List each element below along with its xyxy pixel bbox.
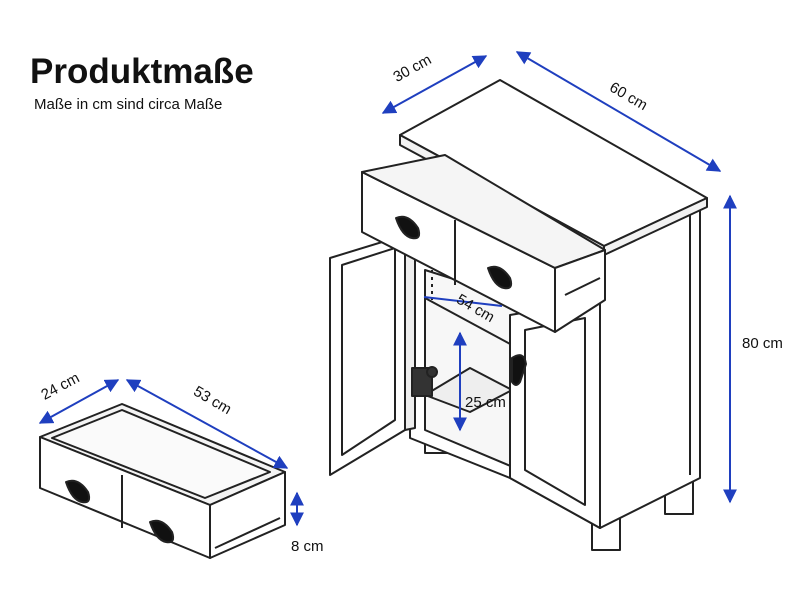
cabinet [329, 79, 708, 551]
drawer-handle-left [65, 479, 91, 504]
label-inner-height: 25 cm [465, 394, 506, 411]
cabinet-drawer-handle-right [487, 265, 513, 290]
arrow-inner-width [423, 296, 503, 307]
label-drawer-height: 8 cm [291, 538, 324, 555]
drawer-handle-right [149, 519, 175, 544]
arrow-cabinet-width [515, 51, 722, 172]
cabinet-drawer-handle-left [395, 215, 421, 240]
page-subtitle: Maße in cm sind circa Maße [34, 96, 223, 113]
arrow-drawer-width [125, 379, 289, 469]
arrow-drawer-depth [38, 379, 120, 424]
label-cabinet-height: 80 cm [742, 335, 783, 352]
loose-drawer [39, 403, 286, 559]
page-title: Produktmaße [30, 52, 254, 91]
drawer-side-panel [209, 471, 286, 559]
arrow-cabinet-depth [381, 55, 488, 114]
cabinet-door-right-handle [511, 354, 527, 386]
